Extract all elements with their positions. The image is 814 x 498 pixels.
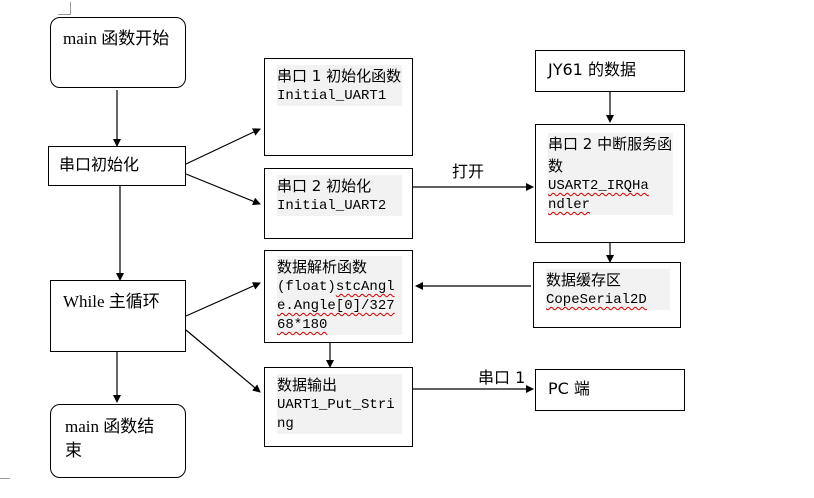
uart-init-label: 串口初始化 bbox=[59, 155, 140, 174]
jy61-data-node: JY61 的数据 bbox=[535, 50, 685, 92]
main-end-label: main 函数结束 bbox=[65, 417, 155, 460]
data-output-title: 数据输出 bbox=[277, 376, 338, 394]
data-parse-node: 数据解析函数 (float)stcAngle.Angle[0]/32768*18… bbox=[264, 250, 413, 343]
data-parse-code: (float)stcAngle.Angle[0]/32768*180 bbox=[277, 278, 402, 335]
uart2-irq-node: 串口 2 中断服务函数 USART2_IRQHa ndler bbox=[535, 124, 685, 243]
uart2-irq-title: 串口 2 中断服务函数 bbox=[548, 135, 673, 175]
data-parse-cast: (float) bbox=[277, 279, 336, 295]
while-loop-node: While 主循环 bbox=[50, 280, 186, 352]
while-loop-label: While 主循环 bbox=[63, 292, 160, 311]
uart2-irq-code-line2: ndler bbox=[548, 197, 591, 213]
main-start-node: main 函数开始 bbox=[50, 17, 186, 88]
uart2-init-node: 串口 2 初始化 Initial_UART2 bbox=[264, 168, 413, 239]
uart1-init-title: 串口 1 初始化函数 bbox=[277, 67, 402, 85]
data-output-node: 数据输出 UART1_Put_String bbox=[264, 367, 413, 447]
page-corner-mark-bottom-left bbox=[0, 478, 10, 491]
arrow-init-to-uart1 bbox=[185, 128, 261, 165]
data-buffer-node: 数据缓存区 CopeSerial2D bbox=[533, 262, 681, 328]
arrow-while-to-parse bbox=[185, 282, 261, 317]
data-buffer-code: CopeSerial2D bbox=[546, 291, 670, 310]
edge-label-open: 打开 bbox=[452, 162, 485, 181]
uart2-irq-code-line1: USART2_IRQHa bbox=[548, 178, 649, 194]
uart2-irq-code: USART2_IRQHa ndler bbox=[548, 177, 673, 215]
arrow-while-to-output bbox=[185, 329, 261, 393]
pc-node: PC 端 bbox=[535, 369, 685, 411]
uart1-init-code: Initial_UART1 bbox=[277, 88, 387, 104]
data-parse-title: 数据解析函数 bbox=[277, 258, 368, 276]
uart2-init-code: Initial_UART2 bbox=[277, 198, 387, 214]
data-output-code: UART1_Put_String bbox=[277, 397, 395, 432]
pc-label: PC 端 bbox=[548, 379, 590, 398]
data-buffer-code-text: CopeSerial2D bbox=[546, 292, 647, 308]
uart1-init-node: 串口 1 初始化函数 Initial_UART1 bbox=[264, 58, 413, 156]
data-parse-expression: stcAngle.Angle[0]/32768*180 bbox=[277, 279, 395, 333]
uart-init-node: 串口初始化 bbox=[48, 146, 186, 186]
data-buffer-title: 数据缓存区 bbox=[546, 271, 622, 289]
main-end-node: main 函数结束 bbox=[50, 404, 186, 478]
page-corner-mark-top-left bbox=[58, 2, 71, 15]
uart2-init-title: 串口 2 初始化 bbox=[277, 177, 372, 195]
edge-label-uart1: 串口 1 bbox=[478, 368, 526, 387]
jy61-data-label: JY61 的数据 bbox=[548, 60, 636, 79]
main-start-label: main 函数开始 bbox=[63, 29, 170, 48]
arrow-init-to-uart2 bbox=[185, 173, 261, 206]
